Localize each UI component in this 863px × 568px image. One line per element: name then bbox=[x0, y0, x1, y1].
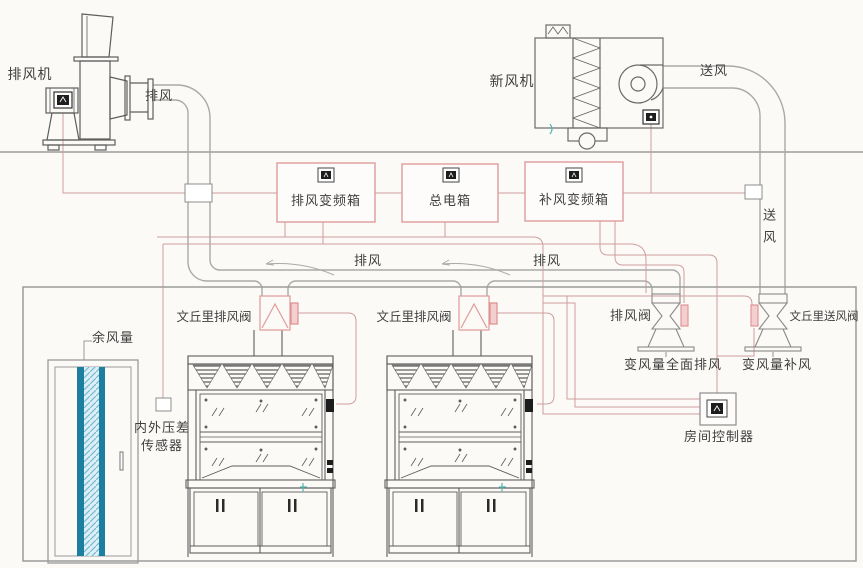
venturi-supply-valve-drawing bbox=[744, 293, 802, 357]
duct-network bbox=[153, 65, 786, 296]
exhaust-duct-label-1: 排风 bbox=[353, 253, 383, 268]
fresh-air-unit-drawing bbox=[534, 24, 664, 150]
room-controller-drawing bbox=[699, 392, 737, 426]
venturi-exhaust-valve-2-label: 文丘里排风阀 bbox=[376, 310, 452, 324]
filter-zigzag bbox=[571, 37, 602, 129]
control-wiring bbox=[62, 113, 755, 415]
motor-icon bbox=[565, 167, 583, 183]
flow-arrow-left bbox=[265, 259, 511, 276]
makeup-vfd-box-label: 补风变频箱 bbox=[538, 192, 610, 207]
venturi-supply-valve-label: 文丘里送风阀 bbox=[789, 311, 859, 323]
exhaust-fan-drawing bbox=[42, 13, 154, 151]
room-outline bbox=[22, 286, 857, 562]
venturi-exhaust-valve-2-drawing bbox=[458, 295, 498, 331]
venturi-exhaust-valve-1-drawing bbox=[259, 295, 299, 331]
fresh-air-unit-label: 新风机 bbox=[489, 73, 535, 89]
control-boxes bbox=[276, 161, 624, 223]
exhaust-duct-damper-box bbox=[184, 183, 213, 203]
motor-icon bbox=[317, 167, 335, 183]
motor-icon bbox=[442, 167, 460, 183]
general-exhaust-valve-drawing bbox=[637, 293, 695, 357]
room-door bbox=[47, 340, 139, 564]
exhaust-fan-label: 排风机 bbox=[7, 66, 53, 82]
motor-icon bbox=[706, 399, 728, 418]
fan-motor-icon bbox=[53, 91, 73, 109]
exhaust-valve-label: 排风阀 bbox=[609, 308, 653, 323]
exhaust-duct-label-2: 排风 bbox=[532, 253, 562, 268]
unit-motor-icon bbox=[642, 109, 660, 125]
supply-duct-damper-box bbox=[744, 184, 763, 200]
vav-makeup-air-label: 变风量补风 bbox=[741, 357, 813, 372]
pressure-sensor-label-line2: 传感器 bbox=[140, 438, 184, 453]
door-handle bbox=[119, 451, 124, 471]
vav-general-exhaust-label: 变风量全面排风 bbox=[623, 357, 723, 372]
supply-outlet-label: 送风 bbox=[699, 63, 729, 78]
supply-fan-icon bbox=[618, 64, 658, 104]
room-controller-label: 房间控制器 bbox=[683, 429, 755, 444]
main-power-box-label: 总电箱 bbox=[428, 193, 472, 208]
exhaust-fan-outlet-label: 排风 bbox=[144, 88, 174, 103]
exhaust-vfd-box-label: 排风变频箱 bbox=[290, 193, 362, 208]
fume-hood-1 bbox=[185, 329, 336, 558]
residual-air-label: 余风量 bbox=[91, 330, 135, 345]
fume-hood-2 bbox=[384, 329, 535, 558]
control-box-icons bbox=[317, 167, 583, 183]
venturi-exhaust-valve-1-label: 文丘里排风阀 bbox=[176, 310, 252, 324]
supply-riser-label: 送风 bbox=[760, 208, 776, 252]
pressure-sensor-label-line1: 内外压差 bbox=[133, 420, 191, 435]
pressure-sensor-box bbox=[155, 397, 172, 412]
